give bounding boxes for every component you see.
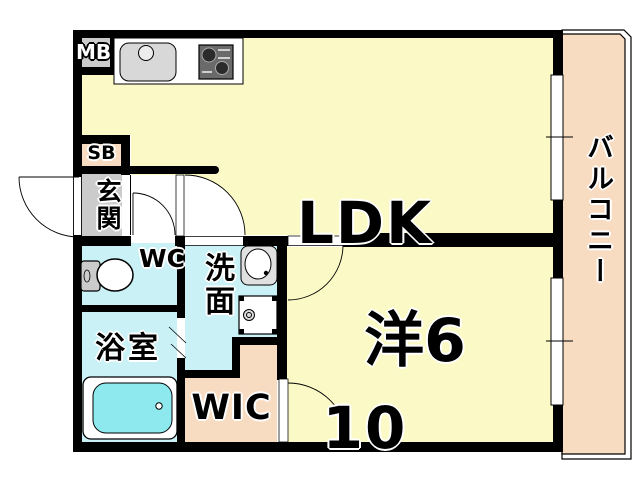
washing-machine-pan-icon [238,295,278,335]
ldk-floor [82,38,553,235]
door-swing-arc [132,192,176,236]
door-swing-arc [287,382,349,444]
doors [18,174,349,444]
balcony-label: バルコニー [582,133,613,288]
shoe-box-floor [82,143,121,166]
stove-icon [198,44,234,80]
entrance-door [18,176,82,238]
toilet-icon [80,258,134,292]
ldk-size-label: 10 [322,394,408,463]
washbasin-icon [240,245,278,286]
bathroom-label: 浴室 [95,331,161,366]
door-swing-arc [287,244,344,301]
bathtub-icon [82,376,178,440]
door-swing-arc [184,174,246,236]
wic-floor [185,345,277,442]
wic-door [278,378,349,444]
entrance-floor [82,174,122,236]
wic-label: WIC [191,388,272,428]
shoe-box-label: SB [87,142,116,164]
wc-label: WC [139,244,185,273]
meter-box-label: MB [76,40,112,64]
ldk-room-label: LDK 10 [255,52,475,480]
western-room-label: 洋6 [364,306,466,376]
ldk-label: LDK [296,188,434,257]
entrance-label: 玄関 [93,178,122,232]
washroom-door [175,174,246,246]
windows [546,74,573,406]
kitchen-sink-icon [119,42,177,82]
door-swing-arc [18,176,80,238]
bathroom-door [168,318,187,359]
walls [73,30,563,452]
wc-door [132,192,176,236]
kitchen-counter [113,37,244,85]
western-room-door [287,235,344,301]
washroom-label: 洗面 [199,252,234,318]
